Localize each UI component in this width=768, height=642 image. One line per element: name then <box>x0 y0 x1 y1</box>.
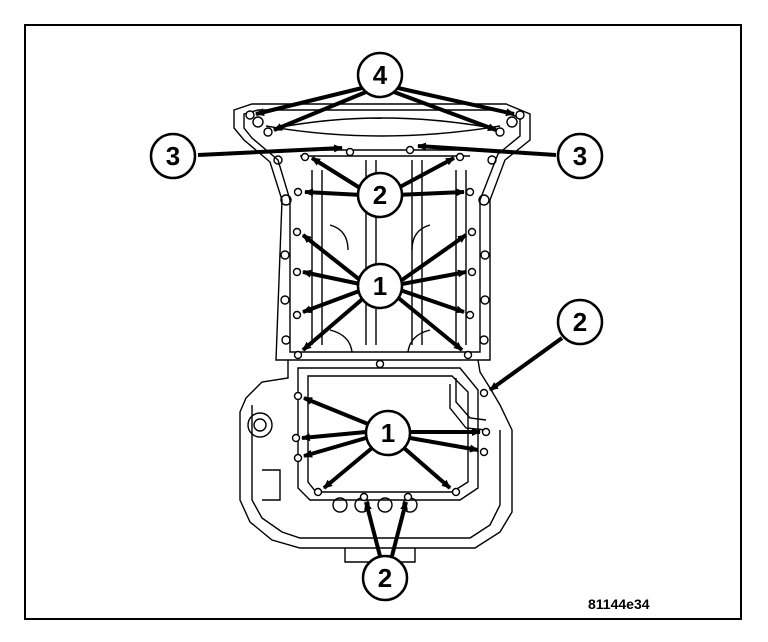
callout-3-left: 3 <box>149 132 197 180</box>
callout-1-upper-label: 1 <box>373 271 387 301</box>
figure-id: 81144e34 <box>588 596 650 612</box>
callout-2-top-label: 2 <box>373 180 387 210</box>
callout-3-right: 3 <box>556 132 604 180</box>
callout-2-bottom-label: 2 <box>378 563 392 593</box>
callout-3-right-label: 3 <box>573 141 587 171</box>
callout-1-upper: 1 <box>356 262 404 310</box>
bolt-holes <box>245 110 525 502</box>
callout-1-lower-label: 1 <box>381 418 395 448</box>
callout-2-right: 2 <box>556 298 604 346</box>
callout-4: 4 <box>356 51 404 99</box>
callout-2-bottom: 2 <box>361 554 409 602</box>
callout-1-lower: 1 <box>364 409 412 457</box>
leader-arrows <box>197 86 564 557</box>
lower-pan-housing <box>239 359 513 563</box>
callout-4-label: 4 <box>373 60 388 90</box>
callout-2-top: 2 <box>356 171 404 219</box>
upper-pan-housing <box>233 103 531 361</box>
diagram-frame <box>24 24 742 620</box>
callout-2-right-label: 2 <box>573 307 587 337</box>
callout-3-left-label: 3 <box>166 141 180 171</box>
